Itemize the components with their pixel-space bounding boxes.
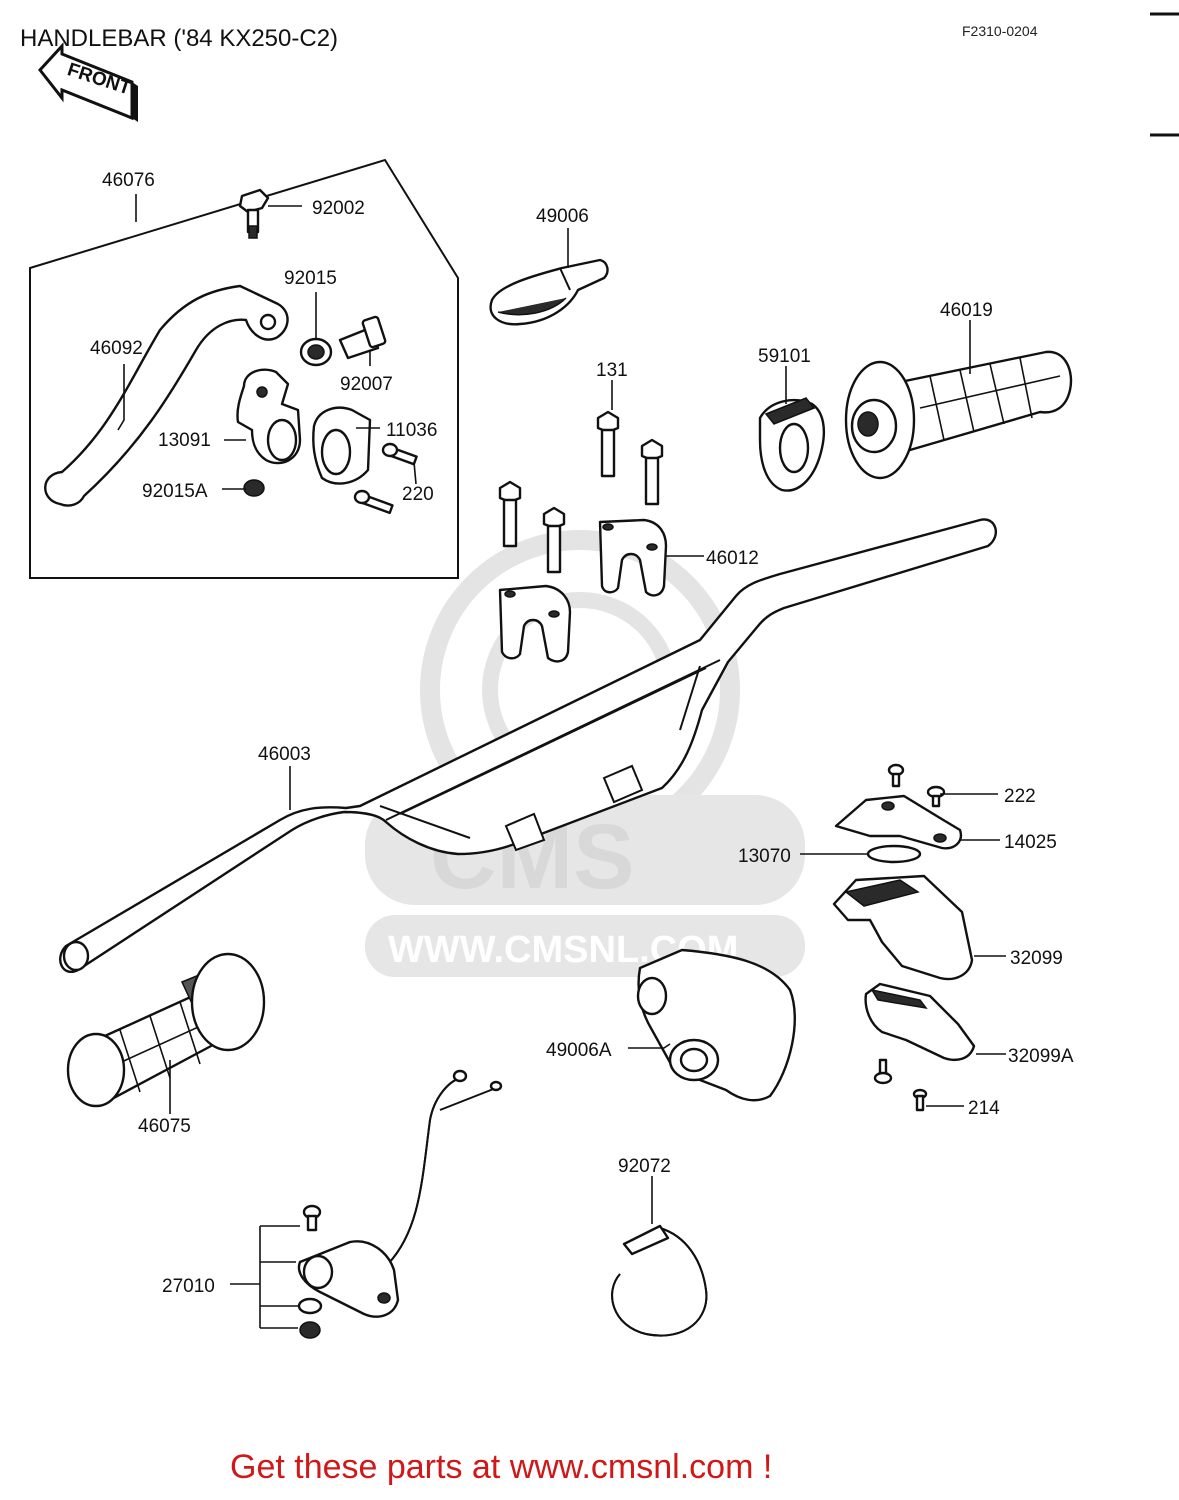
screw-220-lower	[353, 489, 394, 515]
part-label-46075: 46075	[138, 1116, 191, 1137]
clutch-lever-46092	[44, 284, 289, 507]
handlebar-holder-46012-lower	[498, 584, 572, 663]
part-label-13070: 13070	[738, 846, 791, 867]
throttle-cover-49006A	[636, 948, 796, 1102]
part-label-59101: 59101	[758, 346, 811, 367]
part-label-13091: 13091	[158, 430, 211, 451]
part-label-92007: 92007	[340, 374, 393, 395]
nut-92015A	[243, 479, 265, 497]
part-label-46003: 46003	[258, 744, 311, 765]
part-label-11036: 11036	[386, 420, 437, 441]
part-label-92002: 92002	[312, 198, 365, 219]
screw-222-a	[887, 763, 905, 788]
kill-switch-27010	[297, 1069, 503, 1339]
adjuster-92007	[338, 315, 387, 360]
lever-holder-13091	[236, 368, 302, 465]
handlebar-46003	[59, 518, 998, 973]
left-grip-46075	[66, 952, 266, 1108]
part-label-46012: 46012	[706, 548, 759, 569]
part-label-32099A: 32099A	[1008, 1046, 1074, 1067]
handlebar-holder-46012-upper	[598, 518, 668, 597]
screw-220-upper	[381, 442, 418, 466]
part-labels: 46076 92002 92015 92007 46092 13091 1103…	[90, 170, 1074, 1297]
bolt-131-c	[498, 480, 522, 548]
part-label-49006A: 49006A	[546, 1040, 612, 1061]
part-label-92015: 92015	[284, 268, 337, 289]
screw-222-b	[926, 785, 946, 808]
page-title: HANDLEBAR ('84 KX250-C2)	[20, 25, 338, 52]
part-label-131: 131	[596, 360, 628, 381]
bolt-92002	[238, 188, 270, 239]
part-label-92015A: 92015A	[142, 481, 208, 502]
locknut-92015	[299, 337, 333, 367]
diagram-code: F2310-0204	[962, 23, 1038, 39]
part-label-46019: 46019	[940, 300, 993, 321]
lever-assembly-boundary	[29, 158, 459, 579]
bolt-131-b	[640, 438, 664, 506]
screw-214-b	[912, 1088, 928, 1112]
part-label-214: 214	[968, 1098, 1000, 1119]
part-label-222: 222	[1004, 786, 1036, 807]
front-direction-arrow: FRONT	[38, 42, 138, 122]
clamp-11036	[312, 406, 372, 485]
throttle-housing-32099	[832, 874, 974, 981]
screw-214-a	[873, 1058, 893, 1085]
part-label-32099: 32099	[1010, 948, 1063, 969]
throttle-pulley-59101	[758, 397, 826, 492]
clamp-band-92072	[611, 1224, 708, 1337]
part-label-92072: 92072	[618, 1156, 671, 1177]
leader-lines	[117, 194, 1006, 1329]
ring-13070	[866, 844, 922, 864]
part-label-46076: 46076	[102, 170, 155, 191]
footer-link-text[interactable]: Get these parts at www.cmsnl.com !	[230, 1448, 772, 1486]
throttle-grip-46019	[844, 350, 1073, 480]
throttle-cover-14025	[834, 794, 963, 850]
bolt-131-a	[596, 410, 620, 478]
part-label-14025: 14025	[1004, 832, 1057, 853]
throttle-housing-32099A	[864, 982, 976, 1061]
lever-pivot-hole	[259, 313, 277, 331]
part-label-49006: 49006	[536, 206, 589, 227]
part-label-27010: 27010	[162, 1276, 215, 1297]
bolt-131-d	[542, 506, 566, 574]
part-label-46092: 46092	[90, 338, 143, 359]
part-label-220: 220	[402, 484, 434, 505]
throttle-cover-49006	[489, 258, 609, 326]
